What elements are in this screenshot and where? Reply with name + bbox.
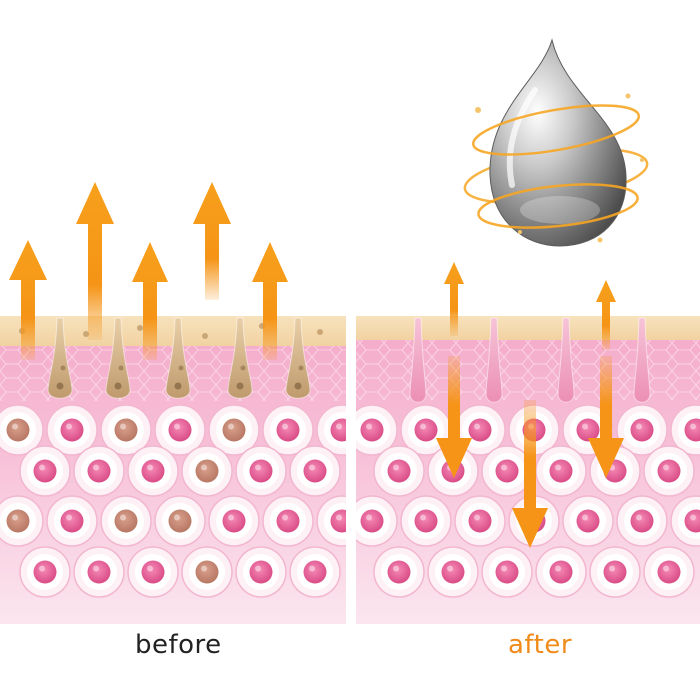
arrow-up-icon [444,262,464,336]
arrow-up-icon [76,182,114,340]
skin-cell-icon [235,546,287,598]
skin-cell-icon [481,445,533,497]
sebum-speck [83,331,89,337]
skin-cell-icon [535,445,587,497]
arrow-up-icon [132,242,168,360]
skin-cell-icon [208,404,260,456]
skin-cell-icon [154,404,206,456]
before-caption: before [135,630,222,660]
absorption-arrows [436,262,624,548]
skin-cell-icon [262,495,314,547]
skin-cells [0,404,346,598]
serum-drop-icon [463,38,649,247]
hair-follicle-icon [409,317,427,403]
skin-cell-icon [73,546,125,598]
skin-cell-icon [356,495,398,547]
skin-cell-icon [373,445,425,497]
arrow-up-icon [193,182,231,300]
skin-cell-icon [589,546,641,598]
after-caption: after [508,630,573,660]
after-panel [356,262,700,624]
skin-cell-icon [154,495,206,547]
skin-cell-icon [289,546,341,598]
hair-follicle-icon [227,317,253,399]
escaping-arrows [9,182,288,360]
hair-follicles [19,317,323,399]
skin-cell-icon [643,546,695,598]
sebum-speck [137,325,143,331]
before-panel [0,182,346,624]
hair-follicle-icon [285,317,311,399]
hair-follicle-icon [105,317,131,399]
skin-cell-icon [19,546,71,598]
skin-cell-icon [562,495,614,547]
skin-cell-icon [454,495,506,547]
skin-cell-icon [289,445,341,497]
sebum-speck [202,333,208,339]
skin-cell-icon [0,495,44,547]
skin-cell-icon [670,495,700,547]
skin-cell-icon [46,404,98,456]
skin-cell-icon [400,495,452,547]
skin-cell-icon [208,495,260,547]
hair-follicles [409,317,651,403]
sebum-speck [317,329,323,335]
skin-cell-icon [181,445,233,497]
skin-cell-icon [316,404,346,456]
skin-cell-icon [19,445,71,497]
skin-cell-icon [643,445,695,497]
hair-follicle-icon [633,317,651,403]
arrow-up-icon [596,280,616,350]
skin-cell-icon [481,546,533,598]
skin-cell-icon [670,404,700,456]
hair-follicle-icon [557,317,575,403]
skin-cell-icon [535,546,587,598]
skin-cell-icon [427,546,479,598]
arrow-up-icon [252,242,288,360]
skin-cell-icon [0,404,44,456]
skin-cell-icon [616,495,668,547]
skin-cell-icon [127,546,179,598]
skin-cell-icon [73,445,125,497]
skin-cell-icon [616,404,668,456]
skin-cell-icon [356,404,398,456]
arrow-down-icon [436,356,472,478]
arrow-down-icon [512,400,548,548]
hair-follicle-icon [47,317,73,399]
skin-cell-icon [316,495,346,547]
skin-cell-icon [235,445,287,497]
skin-cell-icon [373,546,425,598]
arrow-up-icon [9,240,47,360]
skin-cell-icon [181,546,233,598]
hair-follicle-icon [485,317,503,403]
skin-cell-icon [46,495,98,547]
skin-cell-icon [127,445,179,497]
skin-surface [356,316,700,340]
arrow-down-icon [588,356,624,478]
skin-cell-icon [100,404,152,456]
hair-follicle-icon [165,317,191,399]
skin-cell-icon [262,404,314,456]
skin-cell-icon [100,495,152,547]
